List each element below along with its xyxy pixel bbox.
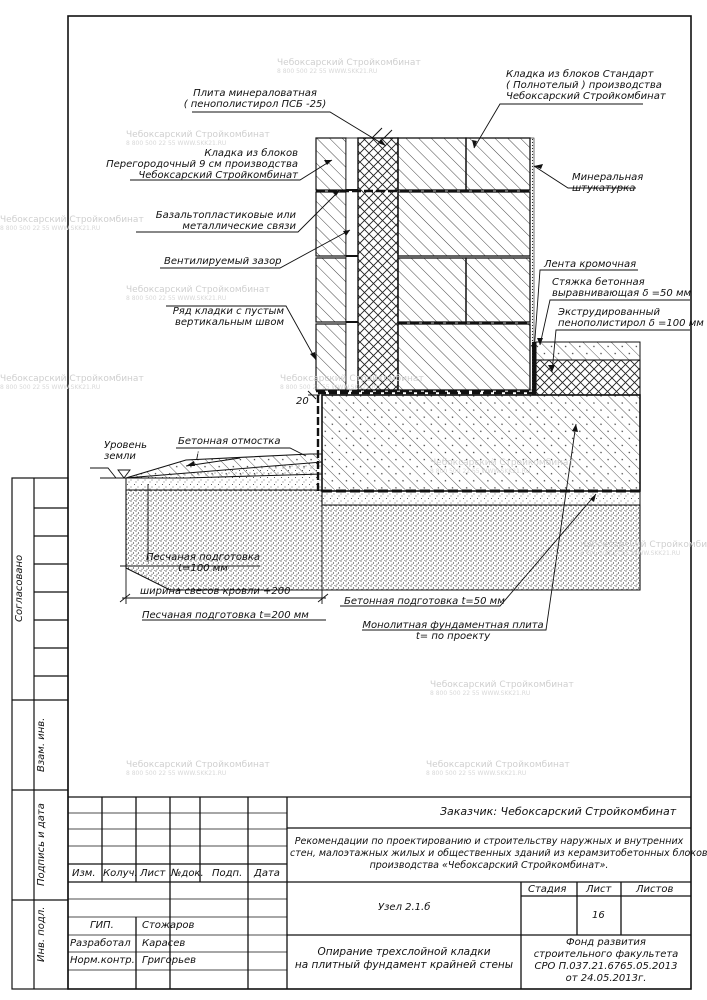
label-sand-200: Песчаная подготовка t=200 мм: [142, 610, 309, 621]
tb-role-dev: Разработал: [70, 938, 131, 949]
tb-node: Узел 2.1.б: [378, 902, 431, 913]
tb-role-norm: Норм.контр.: [70, 955, 135, 966]
stamp-sign-date: Подпись и дата: [36, 803, 47, 886]
foundation-slab: [321, 394, 641, 492]
label-mineral-plate: Плита минераловатная( пенополистирол ПСБ…: [183, 88, 327, 110]
stamp-agreed: Согласовано: [14, 554, 25, 622]
stamp-inv-orig: Инв. подл.: [36, 906, 47, 962]
label-edge-tape: Лента кромочная: [544, 259, 637, 270]
title-block-grid: [68, 796, 691, 989]
outer-leaf: [315, 137, 347, 391]
tb-col-koluch: Колуч.: [103, 868, 138, 879]
side-stamp: [11, 477, 69, 990]
label-masonry-standard: Кладка из блоков Стандарт( Полнотелый ) …: [506, 69, 666, 102]
tb-col-izm: Изм.: [72, 868, 96, 879]
tb-name-norm: Григорьев: [142, 955, 197, 966]
tb-customer: Заказчик: Чебоксарский Стройкомбинат: [440, 805, 677, 818]
leader-lines: [90, 103, 690, 631]
tb-sheet-header: Лист: [586, 884, 612, 895]
vent-gap: [345, 137, 359, 391]
tb-col-sign: Подп.: [212, 868, 243, 879]
tb-role-gip: ГИП.: [90, 920, 114, 931]
tb-col-doc: №док.: [171, 868, 204, 879]
tb-sheet-number: 16: [592, 910, 605, 921]
screed: [535, 341, 641, 361]
tb-name-gip: Стожаров: [142, 920, 195, 931]
tb-name-dev: Карасев: [142, 938, 186, 949]
mineral-wool: [357, 137, 399, 391]
plaster: [529, 137, 535, 391]
stamp-inv-replace: Взам. инв.: [36, 717, 47, 772]
blind-area-concrete: [125, 453, 323, 479]
inner-leaf: [397, 137, 531, 391]
label-vent-gap: Вентилируемый зазор: [164, 256, 282, 267]
tb-description: Рекомендации по проектированию и строите…: [290, 836, 707, 871]
tb-stage-header: Стадия: [528, 884, 567, 895]
label-dim-20: 20: [296, 396, 309, 407]
tb-sheets-header: Листов: [636, 884, 674, 895]
label-concrete-prep: Бетонная подготовка t=50 мм: [344, 596, 505, 607]
label-blind-area: Бетонная отмостка: [178, 436, 281, 447]
label-roof-width: ширина свесов кровли +200: [140, 586, 291, 597]
tb-col-list: Лист: [140, 868, 166, 879]
tb-col-date: Дата: [254, 868, 280, 879]
label-slope: i: [196, 451, 199, 462]
